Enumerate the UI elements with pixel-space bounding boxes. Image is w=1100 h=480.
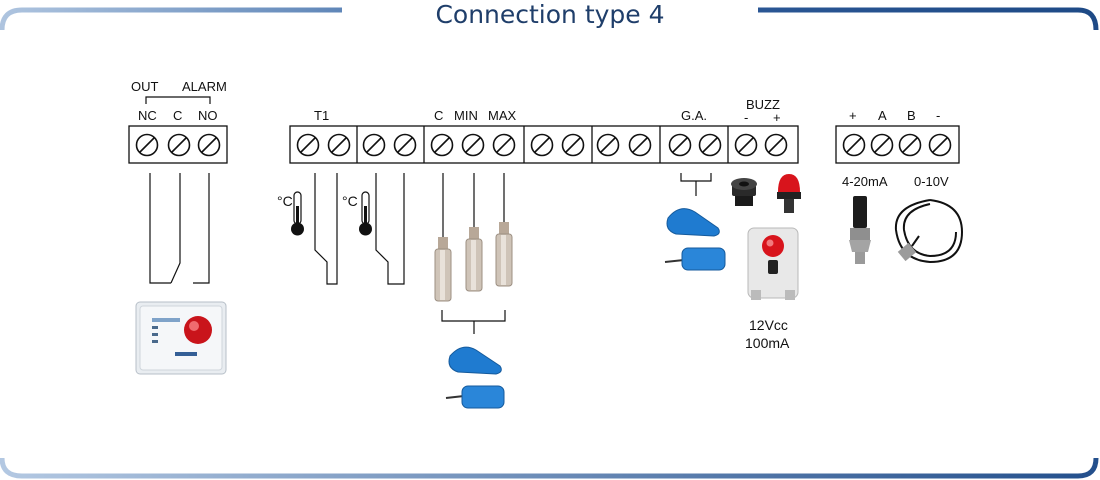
nc-label: NC <box>138 108 157 123</box>
screw-terminal-icon <box>461 133 485 157</box>
screw-terminal-icon <box>167 133 191 157</box>
float-switch-icon <box>664 208 726 271</box>
temp-unit-2: °C <box>342 193 358 209</box>
siren-box-icon <box>747 227 799 300</box>
pressure-sensor-icon <box>849 196 871 264</box>
analog-minus-label: - <box>936 108 940 123</box>
beacon-icon <box>777 174 801 213</box>
alarm-panel-icon <box>135 301 227 375</box>
frame-top-right <box>758 7 1099 31</box>
screw-terminal-icon <box>764 133 788 157</box>
screw-terminal-icon <box>327 133 351 157</box>
electrode-probe-icon <box>495 222 513 287</box>
level-max-label: MAX <box>488 108 517 123</box>
thermometer-icon <box>291 191 304 236</box>
page-title: Connection type 4 <box>435 0 665 29</box>
probe-group: T1 C MIN MAX G.A. BUZZ - + °C °C <box>277 97 801 409</box>
relay-group: OUT ALARM NC C NO <box>128 79 228 375</box>
screw-terminal-icon <box>698 133 722 157</box>
screw-terminal-icon <box>430 133 454 157</box>
screw-terminal-icon <box>898 133 922 157</box>
screw-terminal-icon <box>734 133 758 157</box>
screw-terminal-icon <box>197 133 221 157</box>
out-label: OUT <box>131 79 159 94</box>
block-dividers <box>356 126 729 163</box>
t1-label: T1 <box>314 108 329 123</box>
analog-a-label: A <box>878 108 887 123</box>
level-min-label: MIN <box>454 108 478 123</box>
electrode-probe-icon <box>434 237 452 302</box>
screw-terminal-icon <box>842 133 866 157</box>
screw-terminal-icon <box>668 133 692 157</box>
buzzer-icon <box>731 178 757 206</box>
screw-terminal-icon <box>135 133 159 157</box>
screw-terminal-icon <box>870 133 894 157</box>
screw-terminal-icon <box>530 133 554 157</box>
frame-top-left <box>0 7 342 31</box>
screw-terminal-icon <box>492 133 516 157</box>
temp-unit-1: °C <box>277 193 293 209</box>
level-transducer-icon <box>894 199 963 264</box>
screw-terminal-icon <box>628 133 652 157</box>
float-switch-icon <box>445 346 505 409</box>
analog-b-label: B <box>907 108 916 123</box>
buzz-plus-label: + <box>773 110 781 125</box>
screw-terminal-icon <box>928 133 952 157</box>
screw-terminal-icon <box>596 133 620 157</box>
screw-terminal-icon <box>296 133 320 157</box>
alarm-label: ALARM <box>182 79 227 94</box>
electrode-wires <box>442 173 505 237</box>
c-label: C <box>173 108 182 123</box>
level-c-label: C <box>434 108 443 123</box>
buzzer-voltage: 12Vcc <box>749 317 788 333</box>
buzz-minus-label: - <box>744 110 748 125</box>
buzzer-current: 100mA <box>745 335 790 351</box>
buzz-label: BUZZ <box>746 97 780 112</box>
thermometer-icon <box>359 191 372 236</box>
screw-terminal-icon <box>362 133 386 157</box>
electrode-probe-icon <box>465 227 483 292</box>
screw-terminal-icon <box>393 133 417 157</box>
analog-plus-label: + <box>849 108 857 123</box>
analog-voltage-label: 0-10V <box>914 174 949 189</box>
frame-bottom <box>0 457 1099 479</box>
screw-terminal-icon <box>561 133 585 157</box>
analog-group: + A B - 4-20mA 0-10V <box>835 108 963 264</box>
ga-label: G.A. <box>681 108 707 123</box>
analog-current-label: 4-20mA <box>842 174 888 189</box>
no-label: NO <box>198 108 218 123</box>
